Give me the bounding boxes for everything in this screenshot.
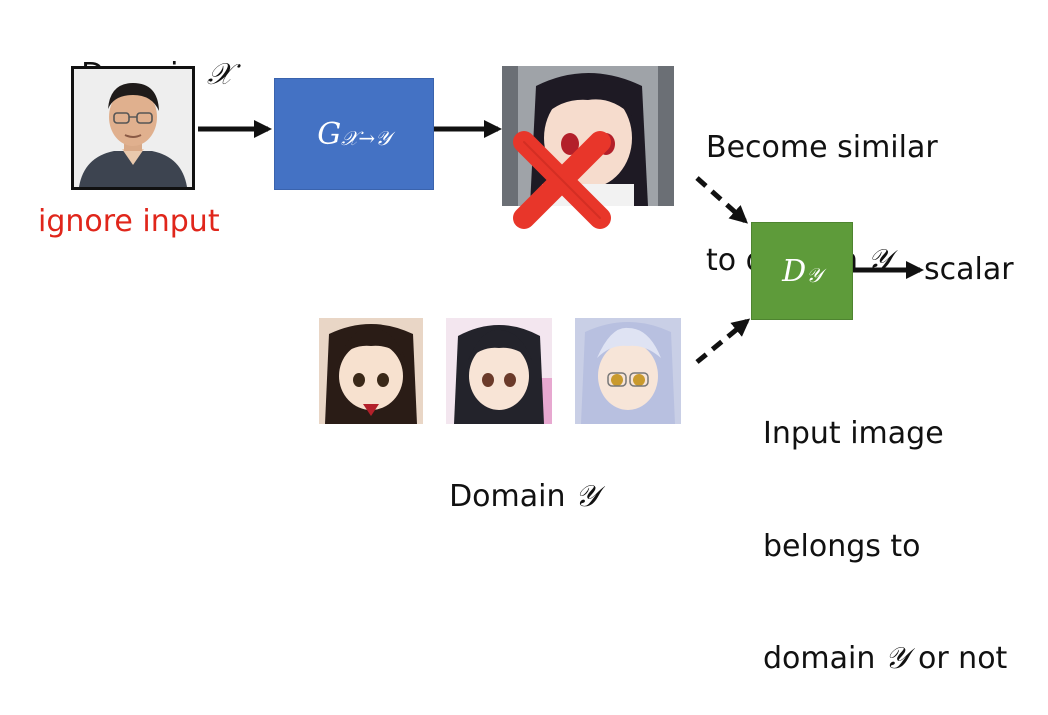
belongs-symbol: 𝒴	[884, 641, 909, 676]
domain-y-image-3	[575, 318, 681, 424]
anime-girl-3-illustration	[575, 318, 681, 424]
belongs-text-b: or not	[908, 641, 1008, 676]
generator-subscript: 𝒳→𝒴	[341, 126, 391, 150]
flow-arrows	[198, 120, 924, 364]
person-portrait-illustration	[74, 69, 192, 187]
scalar-label: scalar	[924, 252, 1014, 287]
domain-x-symbol: 𝒳	[207, 56, 233, 92]
arrow-domain-y-to-discriminator	[695, 318, 751, 364]
anime-girl-1-illustration	[319, 318, 423, 424]
rejected-cross-icon	[513, 131, 611, 229]
belongs-line3: domain 𝒴 or not	[763, 640, 1007, 678]
belongs-line2: belongs to	[763, 528, 921, 564]
ignore-input-label: ignore input	[38, 204, 220, 239]
arrow-output-to-discriminator	[695, 176, 748, 224]
discriminator-letter: D	[782, 253, 807, 289]
belongs-text-a: domain	[763, 641, 885, 676]
anime-girl-2-illustration	[446, 318, 552, 424]
discriminator-subscript: 𝒴	[806, 263, 822, 287]
become-similar-line1: Become similar	[706, 130, 938, 165]
belongs-line1: Input image	[763, 416, 944, 451]
input-person-photo	[71, 66, 195, 190]
domain-y-image-2	[446, 318, 552, 424]
domain-y-image-1	[319, 318, 423, 424]
generator-letter: G	[317, 116, 342, 152]
